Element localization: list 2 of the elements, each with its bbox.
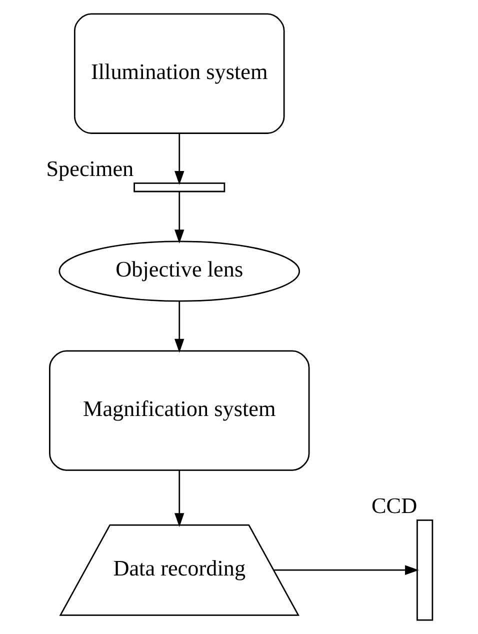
node-label: CCD [372,492,418,518]
node-label: Specimen [46,156,134,181]
